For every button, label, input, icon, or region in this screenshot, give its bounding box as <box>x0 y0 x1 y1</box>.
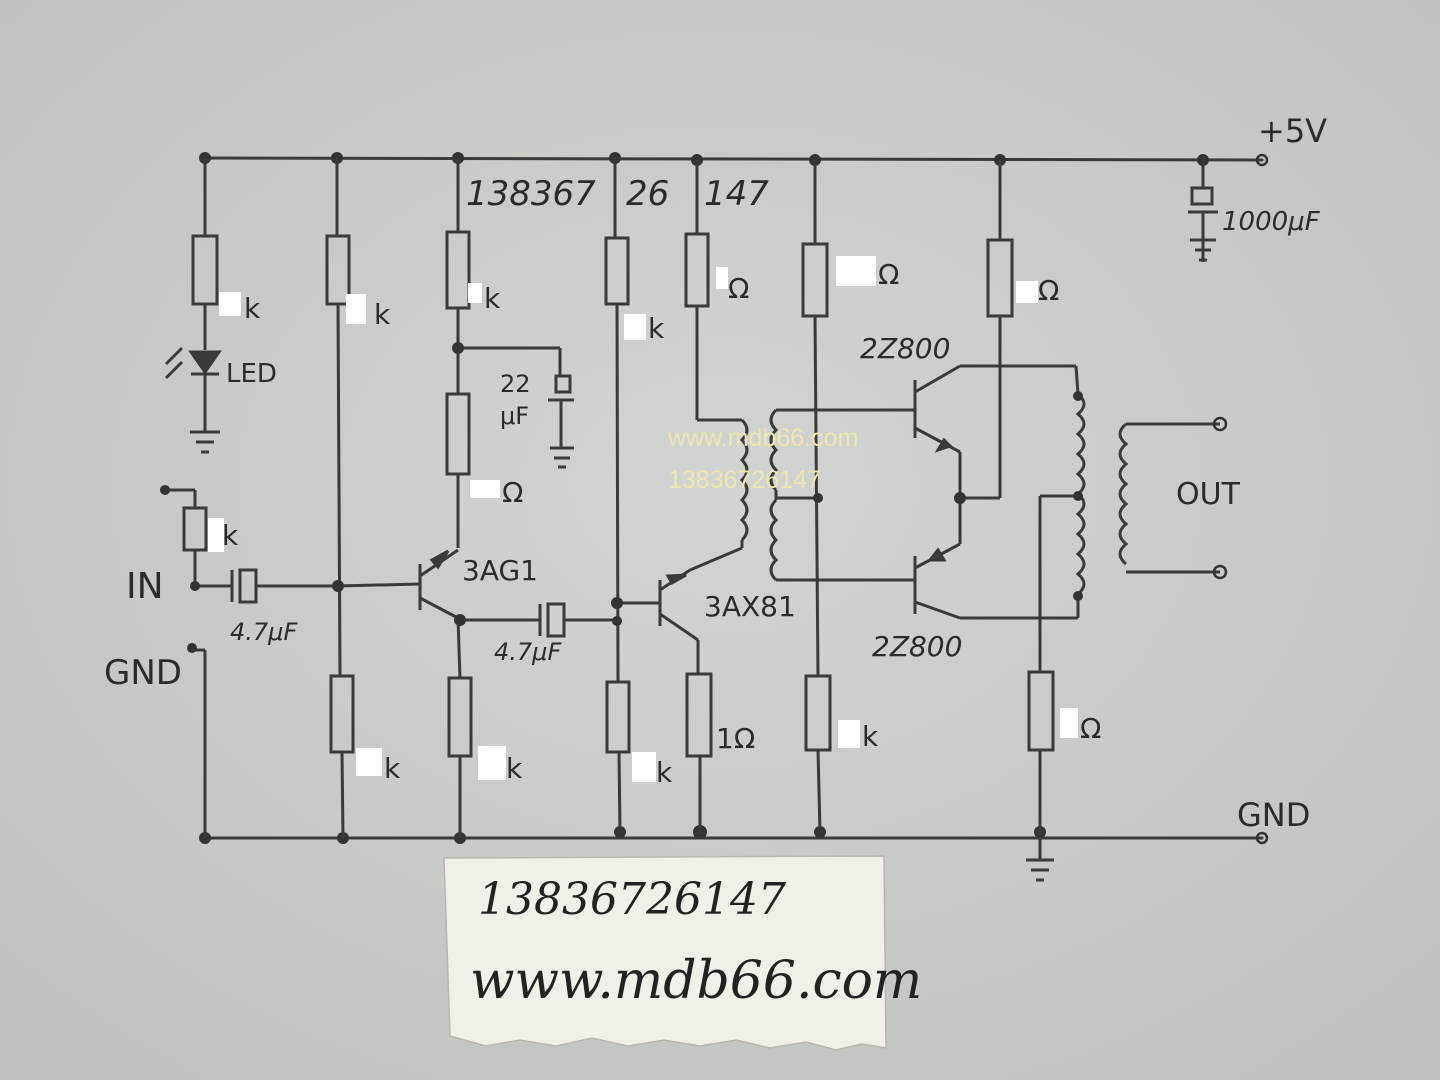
output-label: OUT <box>1176 477 1241 512</box>
gnd-input-node <box>187 643 197 653</box>
ground-label-left: GND <box>104 653 182 693</box>
top-number-part3: 147 <box>704 174 769 214</box>
supply-label: +5V <box>1258 112 1327 150</box>
center-tap-node <box>813 493 823 503</box>
q4-label: 2Z800 <box>872 630 962 663</box>
r-emitter-1-label: k <box>506 752 523 785</box>
r-bias3-top-label: Ω <box>878 258 899 291</box>
q1-label: 3AG1 <box>462 554 538 587</box>
r-collector-2-label: Ω <box>728 272 749 305</box>
top-number-part2: 26 <box>626 174 669 214</box>
note-url: www.mdb66.com <box>470 951 922 1011</box>
r-collector-1b-label: Ω <box>502 476 523 509</box>
cap-decouple-line2: μF <box>500 402 529 430</box>
bias-divider-1 <box>325 158 421 839</box>
r-input-label: k <box>222 519 239 552</box>
ground-terminal <box>1255 831 1269 845</box>
cap-couple-label: 4.7μF <box>494 638 562 666</box>
led-label: LED <box>226 359 277 389</box>
r-led-label: k <box>244 292 261 325</box>
r-output-top-label: Ω <box>1038 274 1059 307</box>
note-phone: 13836726147 <box>478 874 786 925</box>
output-terminal-bottom <box>1212 564 1228 580</box>
transformer-top-node <box>1073 391 1083 401</box>
r-bias-bottom-label: k <box>384 752 401 785</box>
watermark-url: www.mdb66.com <box>667 424 858 452</box>
q2-label: 3AX81 <box>704 590 796 623</box>
paper-note: 13836726147 www.mdb66.com <box>443 855 922 1051</box>
cap-input-label: 4.7μF <box>230 618 298 646</box>
output-mid-node <box>954 492 966 504</box>
input-top-node <box>160 485 170 495</box>
base-node-1 <box>332 580 344 592</box>
collector-node-1 <box>452 342 464 354</box>
couple-node <box>612 616 622 626</box>
transformer-tap-node <box>1073 491 1083 501</box>
stage-2 <box>658 160 749 832</box>
q3-label: 2Z800 <box>860 332 950 365</box>
r-collector-1-label: k <box>484 282 501 315</box>
input-node <box>190 581 200 591</box>
cap-supply-label: 1000μF <box>1222 207 1321 237</box>
r-bias2-bottom-label: k <box>656 756 673 789</box>
r-bias2-top-label: k <box>648 312 665 345</box>
input-network <box>165 488 337 838</box>
redaction-masks <box>208 256 1078 782</box>
top-number-part1: 138367 <box>466 174 596 214</box>
cap-decouple-line1: 22 <box>500 370 531 398</box>
output-terminal-top <box>1212 416 1228 432</box>
supply-rail <box>203 156 1264 162</box>
led-branch <box>164 158 222 454</box>
r-bias-top-label: k <box>374 298 391 331</box>
r-emitter-2-label: 1Ω <box>716 722 755 755</box>
input-label: IN <box>126 566 164 607</box>
base-node-2 <box>611 597 623 609</box>
emitter-node-1 <box>454 614 466 626</box>
ground-label-right: GND <box>1237 796 1310 834</box>
r-output-bottom-label: Ω <box>1080 712 1101 745</box>
watermark-phone: 13836726147 <box>668 466 821 494</box>
supply-terminal <box>1255 153 1269 167</box>
r-bias3-bottom-label: k <box>862 720 879 753</box>
transformer-bottom-node <box>1073 591 1083 601</box>
supply-capacitor <box>1188 160 1218 262</box>
